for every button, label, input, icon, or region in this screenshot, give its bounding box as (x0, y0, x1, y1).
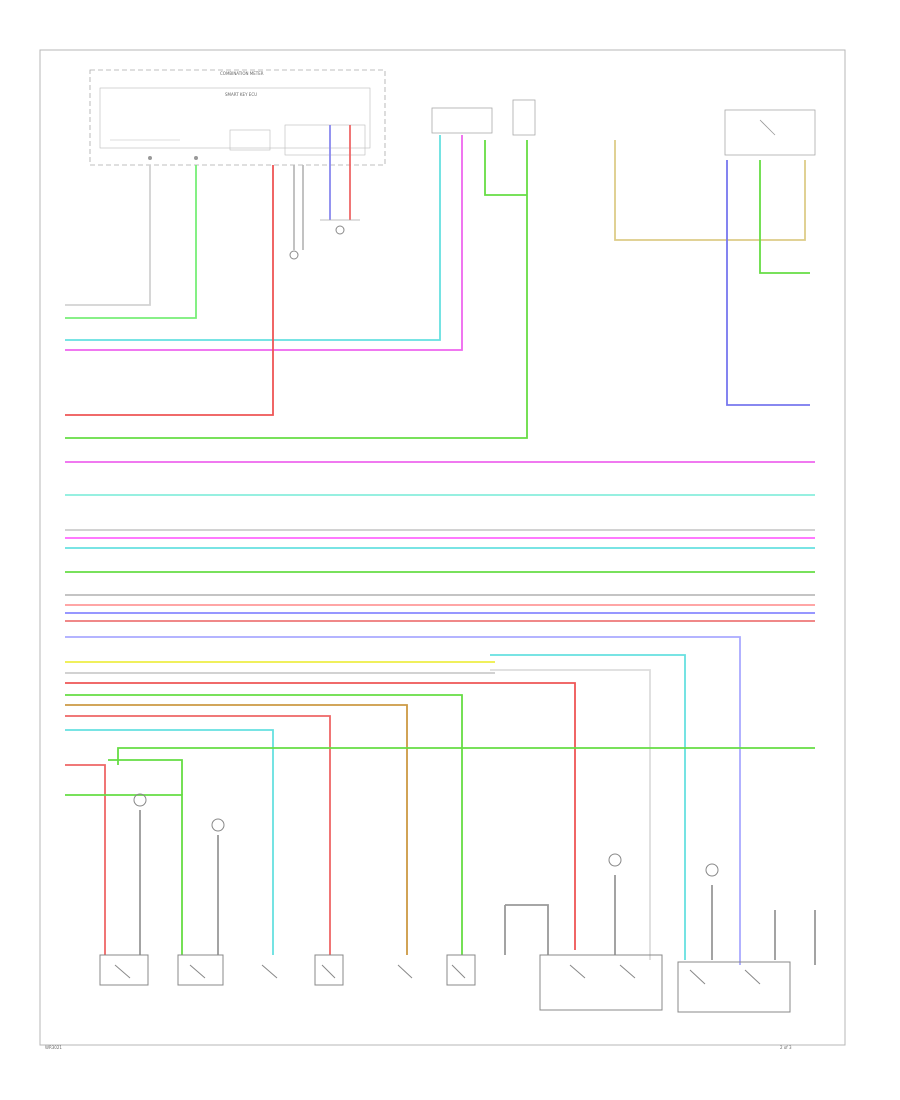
front-door-courtesy-switch-driver (177, 954, 224, 986)
wire-21 (65, 694, 463, 955)
footer-code: WR3021 (45, 1045, 62, 1050)
lower-wires (65, 636, 816, 965)
switch-components (99, 954, 791, 1013)
combination-meter-block: COMBINATION METER SMART KEY ECU (89, 69, 386, 166)
right-rear-door-lock-switch (446, 954, 476, 986)
page-number: 2 of 3 (780, 1045, 792, 1050)
upper-vertical-wires (65, 125, 810, 439)
wire-2 (65, 165, 197, 319)
wire-25 (117, 747, 815, 765)
right-rear-door-switch (314, 954, 344, 986)
wire-23 (65, 715, 331, 955)
left-rear-door-switch (261, 964, 278, 979)
smart-key-ecu-label: SMART KEY ECU (225, 92, 257, 97)
back-door-lock-assembly (539, 954, 663, 1011)
combination-meter-label: COMBINATION METER (220, 71, 264, 76)
left-rear-door-lock-switch (397, 964, 413, 979)
wire-6 (65, 140, 528, 439)
diagram-frame (39, 49, 846, 1046)
front-door-courtesy-switch-passenger (99, 954, 149, 986)
wire-20 (65, 682, 576, 950)
wire-5 (65, 165, 274, 416)
wire-17 (65, 636, 741, 965)
ground-symbols (133, 225, 719, 877)
wire-22 (65, 704, 408, 955)
wire-1 (65, 165, 151, 306)
top-connectors (431, 99, 816, 156)
wire-24 (65, 729, 274, 955)
wire-4 (65, 135, 463, 351)
back-door-opener-switch (677, 961, 791, 1013)
wire-3 (65, 135, 441, 341)
bus-wires (65, 461, 815, 622)
